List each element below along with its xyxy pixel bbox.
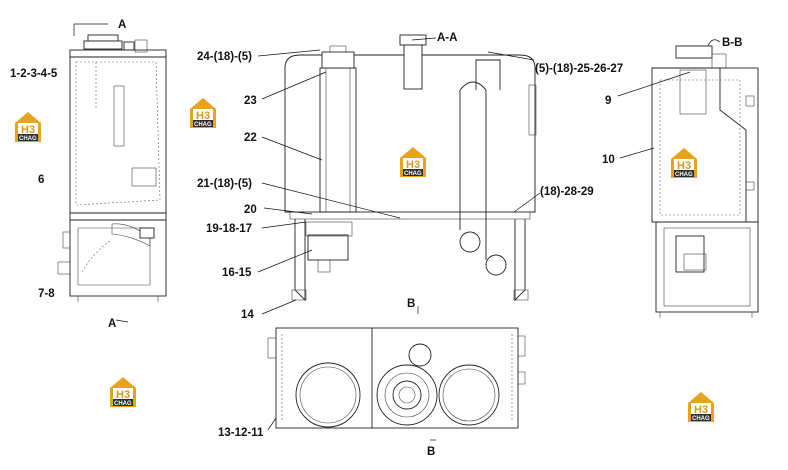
logo-word-1: CHAG [19,136,37,142]
label-b-top: B [407,298,415,310]
center-section-view [257,34,541,315]
right-section-view [617,39,759,318]
label-part-18-29: (18)-28-29 [540,186,594,198]
logo-word-2: CHAG [194,122,212,128]
label-part-19: 19-18-17 [206,223,252,235]
watermark-logo-1: H3 CHAG [15,112,41,142]
label-part-6: 6 [38,174,44,186]
watermark-logo-6: H3 CHAG [688,392,714,422]
label-part-21: 21-(18)-(5) [197,178,252,190]
logo-word-3: CHAG [404,171,422,177]
label-part-23: 23 [244,95,257,107]
label-aa: A-A [437,32,457,44]
watermark-logo-5: H3 CHAG [110,377,136,407]
logo-mark-6: H3 [694,404,708,416]
logo-mark-1: H3 [21,124,35,136]
logo-mark-3: H3 [406,159,420,171]
label-part-1-5: 1-2-3-4-5 [10,68,58,80]
label-part-24: 24-(18)-(5) [197,51,252,63]
label-part-22: 22 [244,132,257,144]
label-part-9: 9 [605,95,611,107]
label-a-bottom: A [108,318,116,330]
logo-mark-5: H3 [116,389,130,401]
logo-mark-2: H3 [196,110,210,122]
label-part-10: 10 [602,154,615,166]
logo-mark-4: H3 [677,160,691,172]
callout-labels: A A A-A B-B B B 1-2-3-4-5 6 7-8 24-(18)-… [10,19,742,458]
label-part-13: 13-12-11 [218,427,264,439]
logo-word-4: CHAG [675,172,693,178]
bottom-plan-view [267,306,526,441]
label-bb: B-B [722,37,742,49]
label-part-20: 20 [244,204,257,216]
label-part-14: 14 [241,309,254,321]
watermark-logo-4: H3 CHAG [671,148,697,178]
label-part-16: 16-15 [222,267,252,279]
logo-word-5: CHAG [114,401,132,407]
logo-word-6: CHAG [692,416,710,422]
label-b-bottom: B [427,446,435,458]
left-side-view [57,23,167,323]
label-part-7-8: 7-8 [38,288,55,300]
watermark-logo-2: H3 CHAG [190,98,216,128]
label-part-5-27: (5)-(18)-25-26-27 [535,63,623,75]
label-a-top: A [118,19,126,31]
watermark-logo-3: H3 CHAG [400,147,426,177]
